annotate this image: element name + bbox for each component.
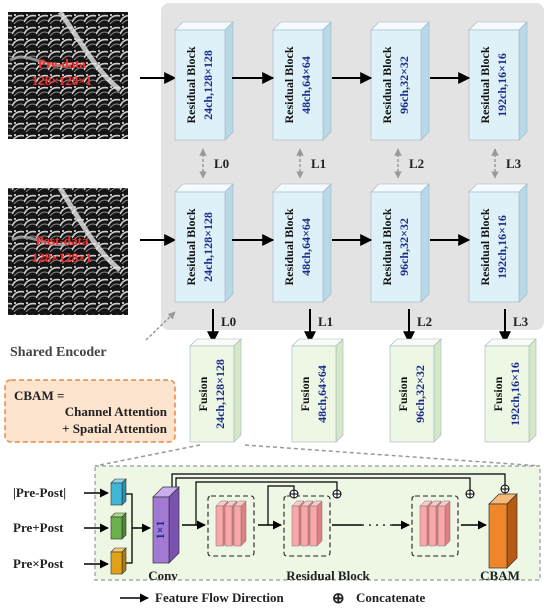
residual-layer [309,500,323,547]
fusion-block-title: Fusion [298,376,312,411]
residual-block-dims: 96ch,32×32 [397,218,411,276]
legend: Feature Flow Direction ⊕ Concatenate [120,590,426,607]
product-tensor [110,547,127,575]
fusion-block-dims: 96ch,32×32 [413,365,427,423]
residual-block-title: Residual Block [184,208,198,285]
shared-encoder-panel [161,3,544,330]
cbam-note-spatial: + Spatial Attention [62,421,168,436]
level-label: L0 [221,314,236,329]
shared-level-labels: L0 L1 L2 L3 [214,156,522,171]
sum-label: Pre+Post [13,520,64,535]
residual-block-dims: 48ch,64×64 [299,218,313,276]
fusion-block-dims: 192ch,16×16 [508,362,522,426]
residual-block-title: Residual Block [478,208,492,285]
detail-input-arrows [84,488,109,569]
encoder-flow-arrows [232,72,471,246]
abs-diff-label: |Pre-Post| [13,485,66,500]
residual-block-group [411,495,459,557]
level-label: L0 [214,156,229,171]
residual-block-dims: 48ch,64×64 [299,56,313,114]
shared-encoder-label: Shared Encoder [10,345,107,360]
fusion-block-dims: 24ch,128×128 [213,359,227,429]
cbam-note-channel: Channel Attention [65,404,168,419]
concat-nodes [289,484,510,499]
residual-blocks [207,495,459,557]
fusion-block-title: Fusion [396,376,410,411]
skip-connections [171,473,506,525]
cbam-label: CBAM [480,568,520,583]
level-label: L2 [409,156,424,171]
residual-block-group [283,495,331,557]
residual-layer [437,500,451,547]
pre-data-label: Pre-data [38,56,87,71]
residual-block-dims: 24ch,128×128 [201,50,215,120]
sum-tensor [110,512,127,540]
residual-block-title: Residual Block [380,46,394,123]
zoom-line-right [244,444,541,467]
residual-block-title: Residual Block [380,208,394,285]
pre-data-size: 128×128×1 [32,73,92,88]
shared-encoder-pointer [145,311,176,341]
ellipsis: · · · · · [361,518,393,532]
post-data-image: Post-data 128×128×1 [8,186,128,315]
zoom-line-left [94,444,201,467]
residual-block-dims: 24ch,128×128 [201,212,215,282]
fusion-block-title: Fusion [196,376,210,411]
cbam-block [488,493,518,569]
product-label: Pre×Post [13,556,64,571]
legend-concat-text: Concatenate [356,590,426,605]
level-label: L3 [506,156,522,171]
conv-1x1-block: 1×1 [152,486,180,564]
cbam-note: CBAM = Channel Attention + Spatial Atten… [4,379,176,443]
level-label: L3 [513,314,529,329]
residual-block-dims: 192ch,16×16 [495,215,509,279]
level-label: L1 [318,314,333,329]
fusion-block-dims: 48ch,64×64 [315,365,329,423]
pre-data-image: Pre-data 128×128×1 [8,10,128,139]
post-data-label: Post-data [36,233,89,248]
fusion-down-arrows [207,309,511,344]
residual-block-group [207,495,255,557]
residual-layer [233,500,247,547]
abs-diff-tensor [110,478,127,506]
cbam-note-title: CBAM = [14,388,64,403]
conv-label: Conv [148,568,178,583]
level-label: L2 [417,314,432,329]
residual-block-title: Residual Block [184,46,198,123]
post-data-size: 128×128×1 [32,250,92,265]
fusion-level-labels: L0 L1 L2 L3 [221,314,529,329]
legend-flow-text: Feature Flow Direction [155,590,285,605]
fusion-block-title: Fusion [491,376,505,411]
residual-block-title: Residual Block [282,46,296,123]
detail-input-labels: |Pre-Post| Pre+Post Pre×Post [13,485,66,571]
residual-block-dims: 96ch,32×32 [397,56,411,114]
residual-block-title: Residual Block [478,46,492,123]
conv-kernel-size: 1×1 [153,521,167,540]
level-label: L1 [311,156,326,171]
legend-concat-icon: ⊕ [332,591,345,607]
residual-block-label: Residual Block [286,568,370,583]
residual-block-title: Residual Block [282,208,296,285]
residual-block-dims: 192ch,16×16 [495,53,509,117]
